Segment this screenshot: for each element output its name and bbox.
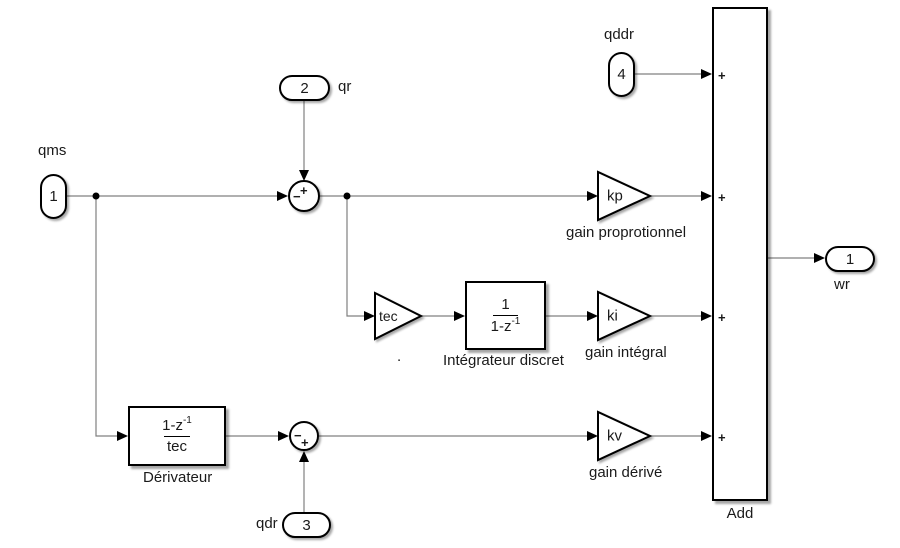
- sum1-left-sign: −: [293, 189, 301, 204]
- inport-qr-number: 2: [300, 79, 309, 97]
- outport-wr-number: 1: [845, 250, 855, 268]
- outport-wr[interactable]: 1: [825, 246, 875, 272]
- wire-integrator-to-ki[interactable]: [546, 311, 598, 321]
- branch-point-error[interactable]: [343, 192, 351, 200]
- derivator-block[interactable]: 1-z-1 tec: [128, 406, 226, 466]
- sum2-left-sign: −: [294, 428, 302, 443]
- derivator-denominator: tec: [166, 438, 187, 455]
- branch-point-qms[interactable]: [92, 192, 100, 200]
- sum2-bottom-sign: +: [301, 435, 309, 450]
- integrator-fraction: 1 1-z-1: [491, 296, 521, 336]
- sum1-top-sign: +: [300, 183, 308, 198]
- stray-dot-annotation: .: [397, 348, 402, 365]
- wire-qr-to-sum1[interactable]: [299, 101, 309, 181]
- gain-kp-value: kp: [607, 188, 623, 205]
- inport-qdr-number: 3: [302, 516, 311, 534]
- derivator-label: Dérivateur: [143, 469, 213, 486]
- wire-qms-to-sum1[interactable]: [66, 191, 288, 201]
- wire-kv-to-add[interactable]: [650, 431, 712, 441]
- wire-ki-to-add[interactable]: [650, 311, 712, 321]
- inport-qms[interactable]: 1: [40, 174, 67, 219]
- add-input2-sign: +: [718, 190, 726, 205]
- gain-tec-value: tec: [379, 308, 398, 324]
- discrete-integrator-block[interactable]: 1 1-z-1: [465, 281, 546, 350]
- add-block-label: Add: [726, 505, 754, 522]
- add-input1-sign: +: [718, 68, 726, 83]
- derivator-fraction: 1-z-1 tec: [162, 415, 192, 456]
- wire-sum1-to-kp[interactable]: [320, 191, 598, 201]
- derivator-numerator: 1-z-1: [162, 415, 192, 434]
- wire-qms-to-derivator[interactable]: [95, 196, 128, 441]
- inport-qms-label: qms: [38, 142, 67, 159]
- outport-wr-label: wr: [834, 276, 850, 293]
- inport-qddr-label: qddr: [604, 26, 635, 43]
- gain-kp-block[interactable]: kp: [597, 170, 653, 223]
- fraction-bar: [164, 436, 190, 437]
- inport-qr[interactable]: 2: [279, 75, 330, 101]
- integrator-denominator: 1-z-1: [490, 315, 521, 335]
- inport-qdr-label: qdr: [256, 515, 278, 532]
- inport-qdr[interactable]: 3: [282, 512, 331, 538]
- sum-block-1[interactable]: + −: [288, 180, 320, 212]
- gain-ki-block[interactable]: ki: [597, 290, 653, 343]
- inport-qms-number: 1: [49, 188, 58, 205]
- wire-derivator-to-sum2[interactable]: [225, 431, 289, 441]
- wire-tec-to-integrator[interactable]: [421, 311, 465, 321]
- gain-tec-block[interactable]: tec: [374, 291, 424, 342]
- gain-ki-label: gain intégral: [585, 344, 667, 361]
- wire-sum1-to-tec[interactable]: [346, 196, 375, 321]
- wire-qddr-to-add[interactable]: [635, 69, 712, 79]
- gain-kv-value: kv: [607, 428, 623, 445]
- inport-qr-label: qr: [338, 78, 352, 95]
- wire-kp-to-add[interactable]: [650, 191, 712, 201]
- gain-kv-block[interactable]: kv: [597, 410, 653, 463]
- add-block[interactable]: + + + +: [712, 7, 768, 501]
- inport-qddr[interactable]: 4: [608, 52, 635, 97]
- gain-ki-value: ki: [607, 308, 618, 325]
- wire-add-to-wr[interactable]: [768, 253, 825, 263]
- wire-sum2-to-kv[interactable]: [319, 431, 598, 441]
- sum-block-2[interactable]: − +: [289, 421, 319, 451]
- gain-kp-label: gain proprotionnel: [566, 224, 687, 241]
- add-input3-sign: +: [718, 310, 726, 325]
- wire-qdr-to-sum2[interactable]: [299, 451, 309, 512]
- gain-kv-label: gain dérivé: [589, 464, 663, 481]
- integrator-numerator: 1: [501, 295, 510, 313]
- add-input4-sign: +: [718, 430, 726, 445]
- discrete-integrator-label: Intégrateur discret: [443, 352, 564, 369]
- fraction-bar: [492, 314, 519, 316]
- inport-qddr-number: 4: [617, 66, 626, 83]
